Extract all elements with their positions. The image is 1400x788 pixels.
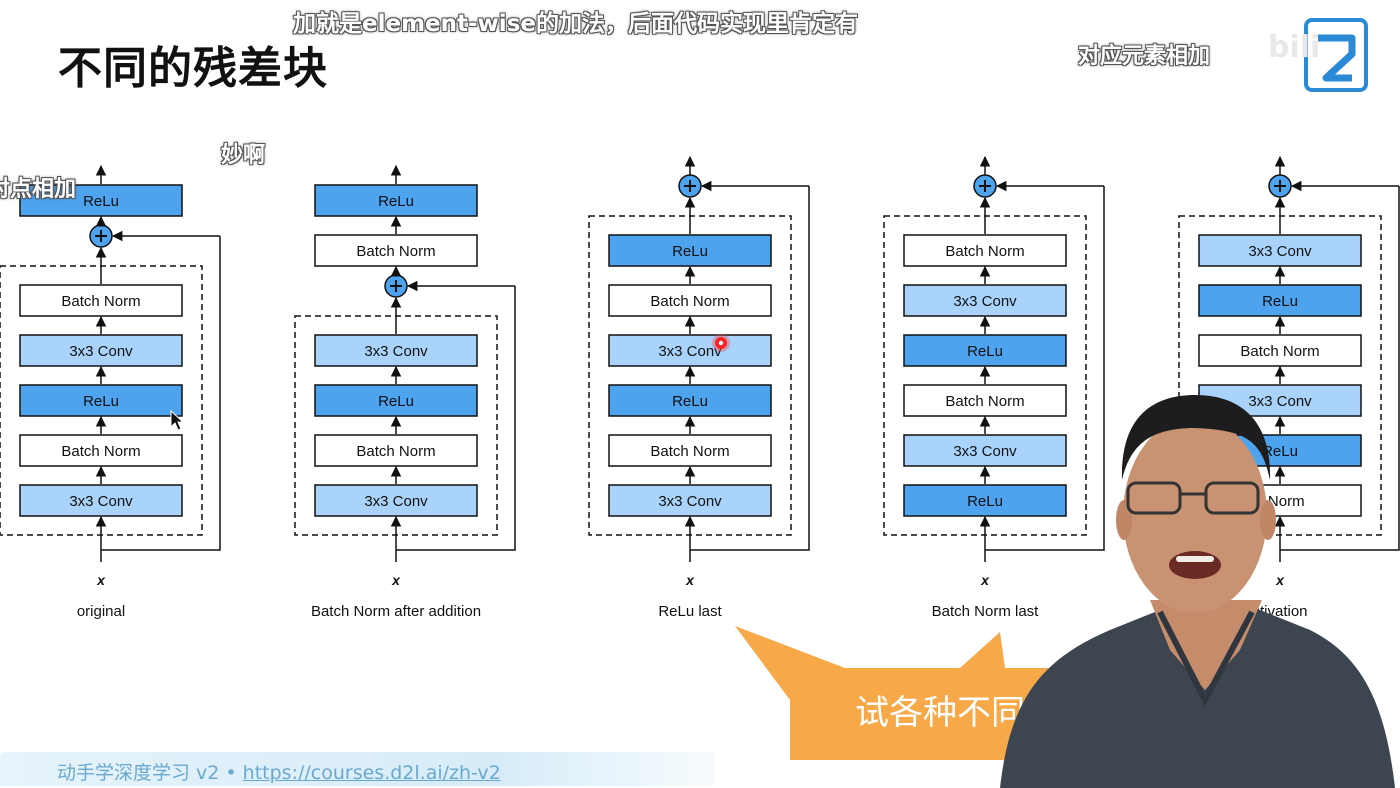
block-layer-box: 3x3 Conv — [19, 484, 183, 517]
layer-label: ReLu — [83, 393, 119, 410]
block-layer-box: Batch Norm — [19, 284, 183, 317]
block-layer-box: ReLu — [608, 234, 772, 267]
layer-label: ReLu — [1262, 443, 1298, 460]
layer-label: 3x3 Conv — [1248, 243, 1312, 260]
block-layer-box: ReLu — [903, 334, 1067, 367]
add-node-icon — [973, 174, 997, 198]
input-x-label: x — [391, 572, 401, 588]
danmaku-comment-3: 妙啊 — [221, 143, 266, 168]
input-x-label: x — [685, 572, 695, 588]
layer-label: 3x3 Conv — [364, 343, 428, 360]
add-node-icon — [384, 274, 408, 298]
block-layer-box: ReLu — [19, 384, 183, 417]
danmaku-comment-2: 对应元素相加 — [1078, 44, 1211, 69]
diagram-caption: Batch Norm after addition — [311, 603, 481, 620]
speech-bubble-text: 试各种不同 — [855, 693, 1025, 733]
layer-label: Batch Norm — [61, 443, 140, 460]
block-layer-box: 3x3 Conv — [903, 434, 1067, 467]
layer-label: ReLu — [1262, 293, 1298, 310]
footer-band — [0, 752, 715, 786]
layer-label: Batch Norm — [650, 293, 729, 310]
block-layer-box: ReLu — [903, 484, 1067, 517]
layer-label: Batch Norm — [356, 243, 435, 260]
slide-title: 不同的残差块 — [58, 43, 328, 94]
layer-label: ReLu — [378, 393, 414, 410]
input-x-label: x — [96, 572, 106, 588]
diagram-caption: ReLu last — [658, 603, 722, 620]
block-layer-box: Batch Norm — [314, 434, 478, 467]
diagram-caption: Batch Norm last — [932, 603, 1040, 620]
layer-label: 3x3 Conv — [658, 493, 722, 510]
layer-label: Batch Norm — [1240, 343, 1319, 360]
block-layer-box: Batch Norm — [903, 384, 1067, 417]
block-layer-box: Batch Norm — [1198, 334, 1362, 367]
layer-label: Batch Norm — [945, 243, 1024, 260]
layer-label: ReLu — [672, 243, 708, 260]
layer-label: 3x3 Conv — [69, 343, 133, 360]
footer-prefix: 动手学深度学习 v2 • — [57, 762, 243, 784]
mouse-cursor-icon — [170, 409, 185, 431]
block-layer-box: 3x3 Conv — [314, 334, 478, 367]
post-add-layer-box: Batch Norm — [314, 234, 478, 267]
bilibili-logo — [1304, 18, 1368, 92]
post-add-layer-box: ReLu — [19, 184, 183, 217]
layer-label: 3x3 Conv — [364, 493, 428, 510]
block-layer-box: 3x3 Conv — [903, 284, 1067, 317]
layer-label: ReLu — [83, 193, 119, 210]
input-x-label: x — [980, 572, 990, 588]
input-x-label: x — [1275, 572, 1285, 588]
layer-label: Batch Norm — [356, 443, 435, 460]
layer-label: Batch Norm — [650, 443, 729, 460]
presenter-video-overlay — [1000, 395, 1395, 788]
layer-label: Batch Norm — [945, 393, 1024, 410]
layer-label: Batch Norm — [61, 293, 140, 310]
block-layer-box: 3x3 Conv — [19, 334, 183, 367]
laser-pointer-icon — [712, 334, 730, 352]
danmaku-comment-1: 加就是element-wise的加法，后面代码实现里肯定有 — [293, 11, 858, 37]
block-layer-box: Batch Norm — [903, 234, 1067, 267]
block-layer-box: ReLu — [608, 384, 772, 417]
layer-label: 3x3 Conv — [1248, 393, 1312, 410]
block-layer-box: ReLu — [314, 384, 478, 417]
layer-label: 3x3 Conv — [69, 493, 133, 510]
layer-label: ReLu — [378, 193, 414, 210]
layer-label: ReLu — [672, 393, 708, 410]
course-link[interactable]: https://courses.d2l.ai/zh-v2 — [242, 762, 501, 784]
layer-label: ReLu — [967, 493, 1003, 510]
block-layer-box: 3x3 Conv — [608, 334, 772, 367]
layer-label: 3x3 Conv — [953, 293, 1017, 310]
footer-text: 动手学深度学习 v2 • https://courses.d2l.ai/zh-v… — [57, 758, 501, 785]
add-node-icon — [678, 174, 702, 198]
layer-label: ReLu — [967, 343, 1003, 360]
layer-label: 3x3 Conv — [953, 443, 1017, 460]
add-node-icon — [1268, 174, 1292, 198]
block-layer-box: 3x3 Conv — [1198, 234, 1362, 267]
block-layer-box: ReLu — [1198, 284, 1362, 317]
block-layer-box: Batch Norm — [608, 284, 772, 317]
block-layer-box: 3x3 Conv — [608, 484, 772, 517]
logo-ghost-text: bili — [1268, 30, 1321, 65]
add-node-icon — [89, 224, 113, 248]
diagram-caption: original — [77, 603, 125, 620]
block-layer-box: Batch Norm — [19, 434, 183, 467]
block-layer-box: 3x3 Conv — [314, 484, 478, 517]
post-add-layer-box: ReLu — [314, 184, 478, 217]
block-layer-box: Batch Norm — [608, 434, 772, 467]
layer-label: 3x3 Conv — [658, 343, 722, 360]
danmaku-comment-4: 对点相加 — [0, 177, 77, 202]
